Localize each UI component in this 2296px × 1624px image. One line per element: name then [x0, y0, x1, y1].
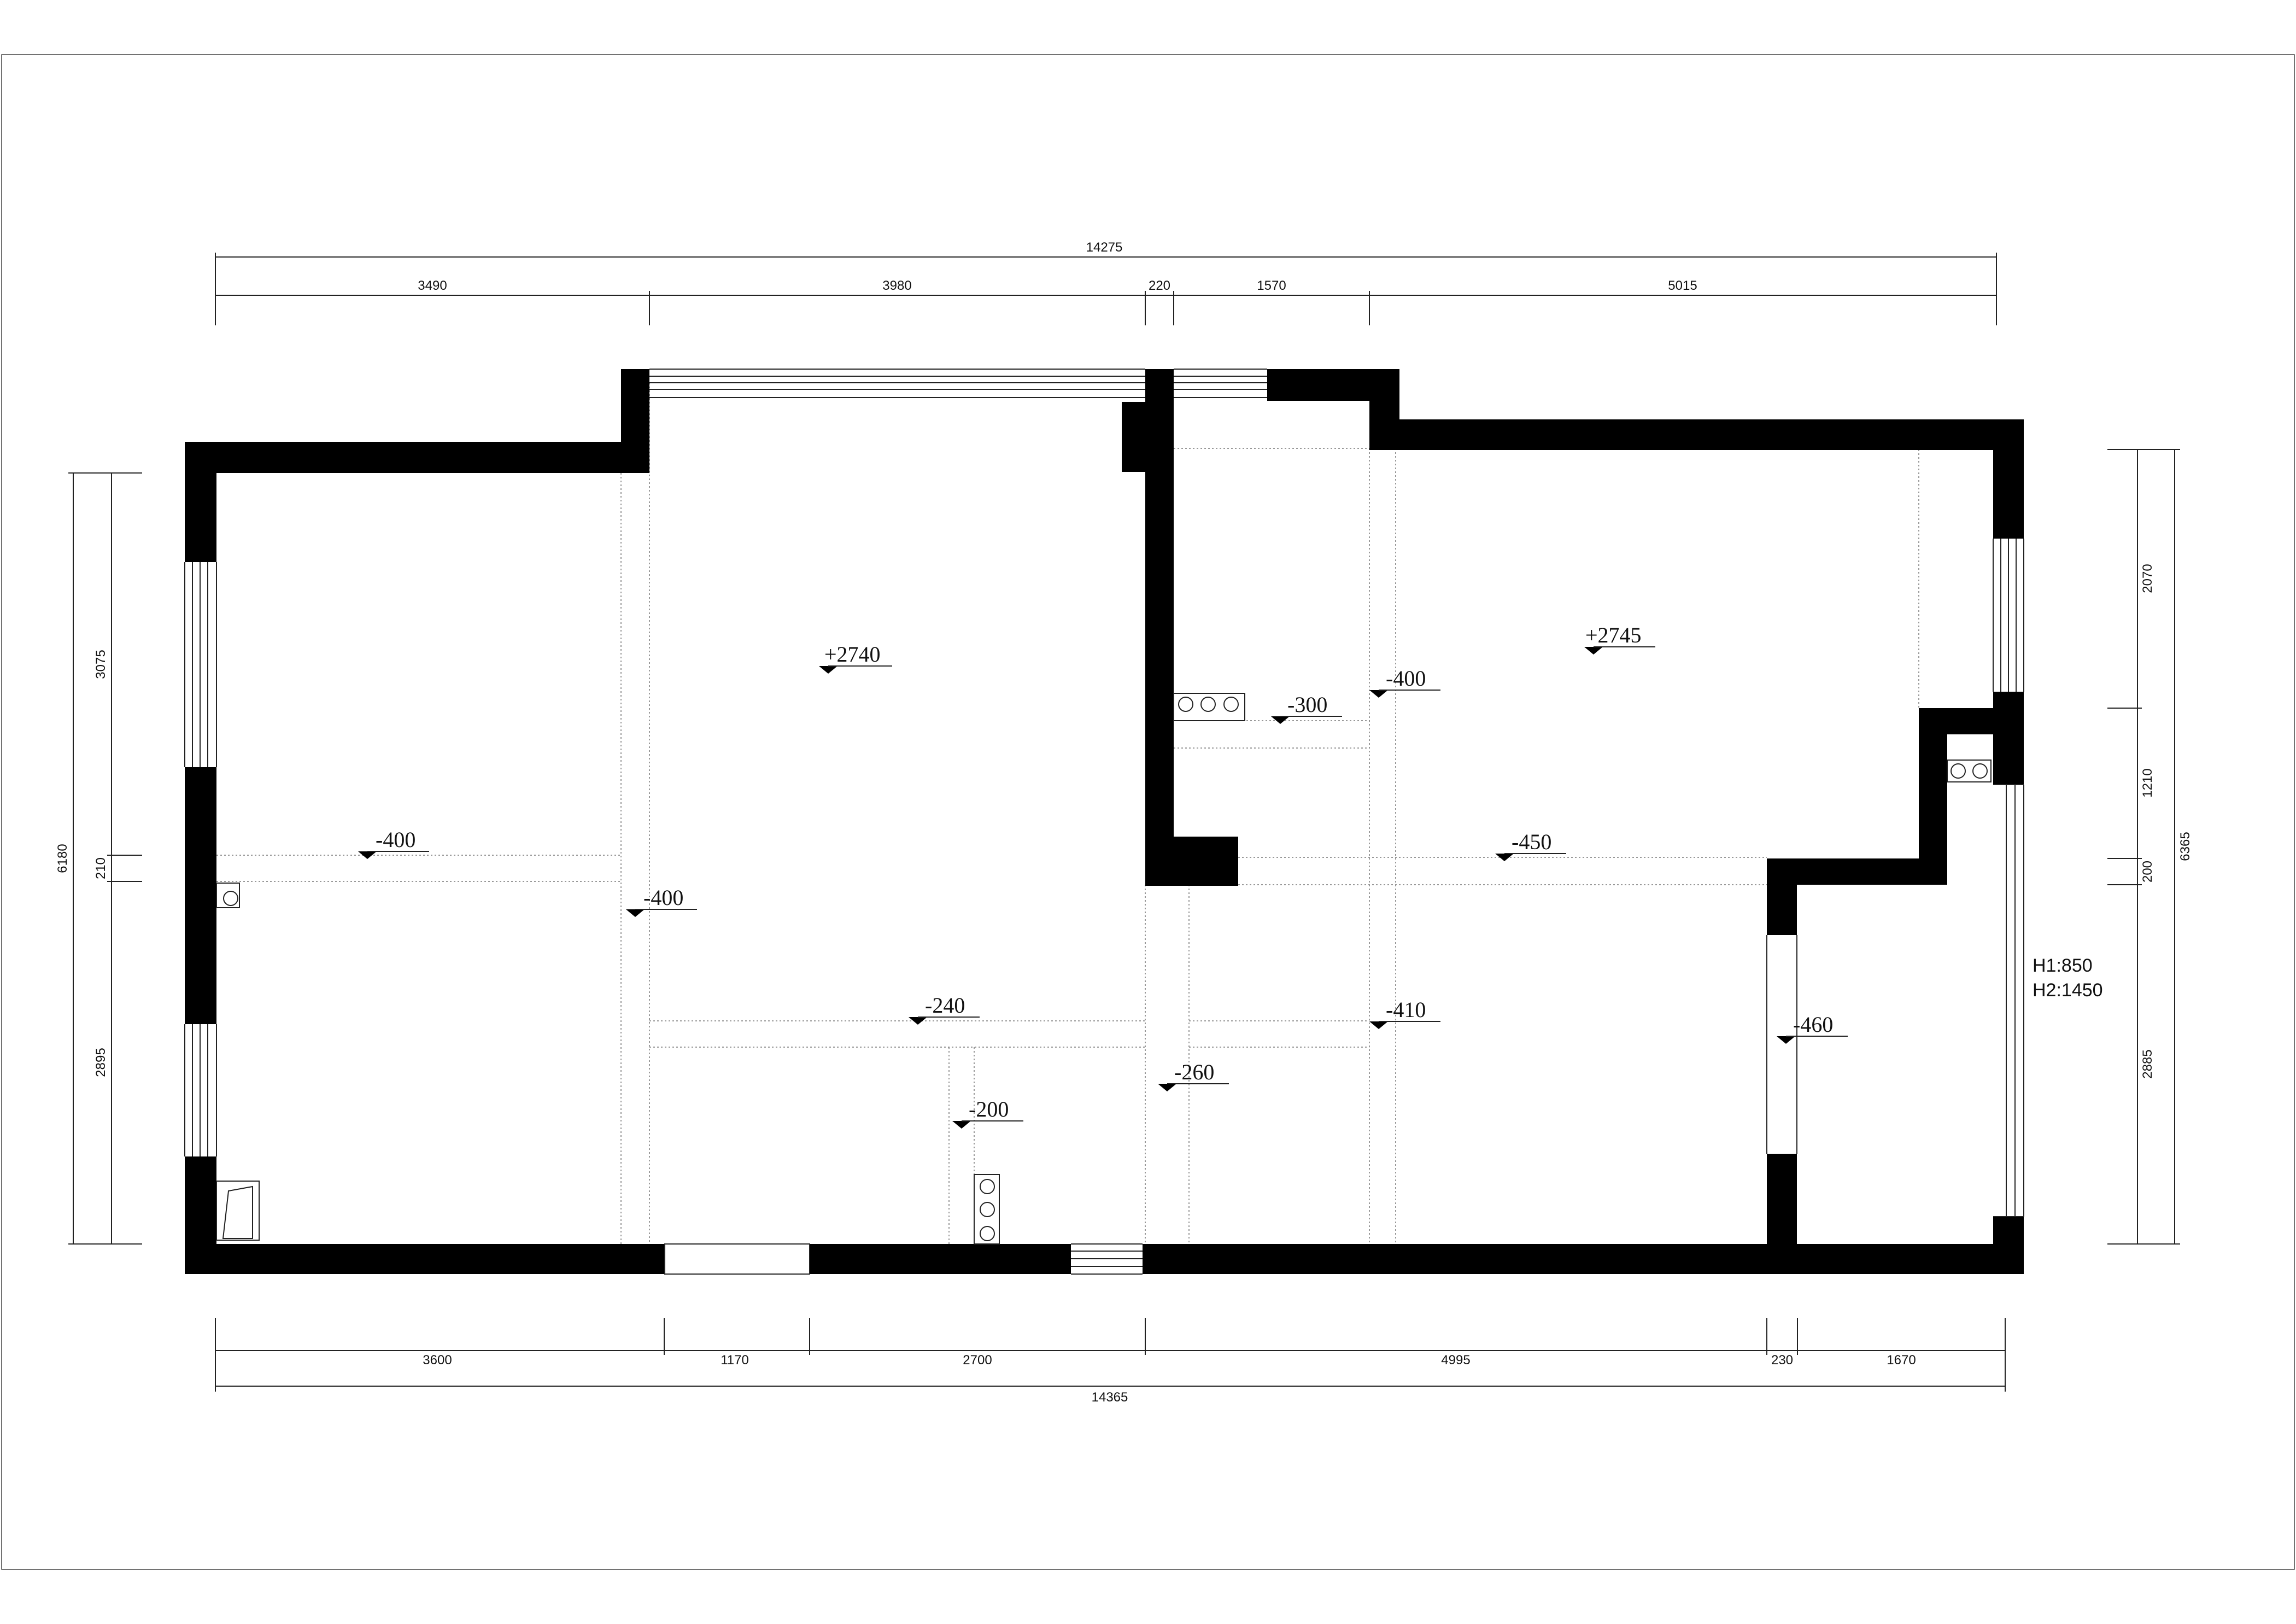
- level-beam-left: -400: [376, 827, 415, 852]
- window-right-lower: [1993, 784, 2024, 1217]
- opening-bottom-left: [664, 1243, 810, 1275]
- dim-bottom-seg-4: 4995: [1441, 1353, 1470, 1368]
- window-bottom-center: [1071, 1243, 1143, 1275]
- boiler-fixture: [216, 1181, 260, 1241]
- window-top-right: [1174, 369, 1267, 398]
- left-dimensions: 6180 3075 210 2895: [55, 472, 142, 1245]
- window-right-upper: [1993, 539, 2024, 692]
- level-beam-upper-small: -300: [1287, 692, 1327, 717]
- level-beam-left-vertical: -400: [643, 885, 683, 910]
- level-marker-beam-center-h: -240: [909, 993, 980, 1025]
- dim-left-seg-3: 2895: [93, 1048, 108, 1077]
- right-dimensions: 2070 1210 200 2885 6365: [2107, 449, 2193, 1245]
- dim-bottom-seg-3: 2700: [963, 1353, 992, 1368]
- level-beam-right-h: -450: [1512, 829, 1551, 854]
- level-marker-beam-mid-v: -260: [1158, 1060, 1229, 1091]
- dim-left-seg-2: 210: [93, 857, 108, 879]
- dim-left-seg-1: 3075: [93, 650, 108, 679]
- dim-right-seg-1: 2070: [2140, 564, 2155, 593]
- dim-right-seg-3: 200: [2140, 861, 2155, 883]
- dim-bottom-seg-5: 230: [1771, 1353, 1793, 1368]
- dim-left-total: 6180: [55, 844, 70, 873]
- level-marker-room-right: +2745: [1584, 623, 1655, 655]
- dim-top-total: 14275: [1086, 240, 1123, 255]
- dim-bottom-total: 14365: [1092, 1390, 1128, 1405]
- level-marker-beam-left-vertical: -400: [626, 885, 697, 917]
- dim-bottom-seg-2: 1170: [721, 1353, 749, 1368]
- window-left-lower: [184, 1024, 217, 1156]
- level-marker-beam-right-v: -410: [1369, 997, 1440, 1029]
- level-beam-far-right-v: -460: [1793, 1012, 1833, 1037]
- beam-lines: [216, 383, 1919, 1244]
- level-room-center: +2740: [824, 642, 881, 667]
- level-room-right: +2745: [1585, 623, 1642, 647]
- dim-bottom-seg-1: 3600: [423, 1353, 452, 1368]
- window-top-center: [649, 369, 1145, 398]
- dim-top-seg-1: 3490: [418, 278, 447, 293]
- level-beam-upper-v: -400: [1386, 666, 1426, 691]
- level-marker-beam-left: -400: [358, 827, 429, 859]
- pipe-fixture-bottom: [974, 1174, 1000, 1245]
- top-dimensions: 14275 3490 3980 220 1570 5015: [215, 240, 1997, 325]
- dim-right-seg-4: 2885: [2140, 1049, 2155, 1078]
- dim-top-seg-5: 5015: [1668, 278, 1697, 293]
- dim-bottom-seg-6: 1670: [1887, 1353, 1916, 1368]
- opening-right-partition: [1766, 935, 1797, 1154]
- level-marker-beam-upper-v: -400: [1369, 666, 1440, 698]
- level-marker-beam-upper-small: -300: [1271, 692, 1342, 724]
- level-beam-small-v: -200: [969, 1097, 1009, 1121]
- pipe-fixture-left: [216, 883, 240, 908]
- window-height-h1: H1:850: [2033, 955, 2093, 976]
- drawing-border: [1, 54, 2295, 1570]
- level-beam-center-h: -240: [925, 993, 965, 1018]
- level-marker-beam-far-right-v: -460: [1777, 1012, 1848, 1044]
- pipe-fixture-right: [1947, 760, 1992, 782]
- level-beam-right-v: -410: [1386, 997, 1426, 1022]
- window-height-h2: H2:1450: [2033, 980, 2103, 1001]
- level-marker-beam-small-v: -200: [952, 1097, 1023, 1129]
- dim-top-seg-3: 220: [1149, 278, 1170, 293]
- level-marker-beam-right-h: -450: [1495, 829, 1566, 861]
- pipe-fixture-upper: [1173, 693, 1245, 721]
- walls: [185, 369, 2024, 1274]
- dim-top-seg-4: 1570: [1257, 278, 1286, 293]
- level-marker-room-center: +2740: [819, 642, 892, 674]
- bottom-dimensions: 3600 1170 2700 4995 230 1670 14365: [215, 1318, 2006, 1405]
- dim-right-seg-2: 1210: [2140, 768, 2155, 797]
- dim-right-total: 6365: [2178, 832, 2193, 861]
- level-beam-mid-v: -260: [1174, 1060, 1214, 1084]
- window-left-upper: [184, 562, 217, 767]
- dim-top-seg-2: 3980: [882, 278, 911, 293]
